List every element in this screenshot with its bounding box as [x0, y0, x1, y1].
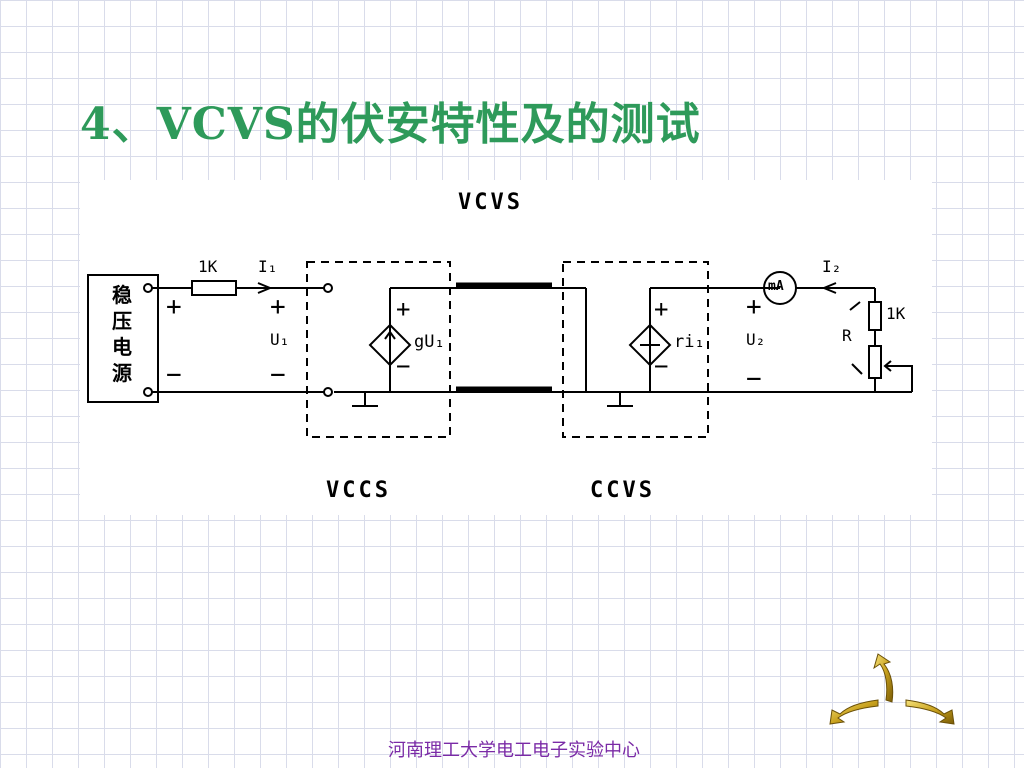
vccs-source-label: gU₁ [414, 332, 445, 352]
load-resistor-variable [868, 345, 882, 379]
vccs-minus: − [396, 352, 411, 380]
milliammeter-label: mA [768, 279, 784, 294]
power-supply-label: 稳 压 电 源 [112, 283, 132, 385]
supply-minus: − [166, 360, 182, 390]
output-voltage-minus: − [746, 364, 762, 394]
ccvs-dashed-box [562, 261, 709, 438]
nav-prev-arrow-icon[interactable] [829, 699, 879, 725]
supply-plus: + [166, 292, 182, 322]
load-variable-label: R [842, 326, 852, 345]
circuit-diagram-panel: VCVS 稳 压 电 源 1K I₁ + − + U₁ − + gU₁ − + … [80, 180, 932, 515]
current-arrow-out [821, 282, 837, 294]
output-current-label: I₂ [822, 257, 842, 276]
input-voltage-plus: + [270, 292, 286, 322]
input-resistor-label: 1K [198, 257, 218, 276]
vcvs-label: VCVS [458, 190, 523, 215]
vccs-label: VCCS [326, 478, 391, 503]
nav-up-arrow-icon[interactable] [873, 653, 894, 703]
slide-title: 4、VCVS的伏安特性及的测试 [80, 99, 701, 150]
terminal-supply-bottom [143, 387, 153, 397]
vccs-diamond-source [368, 323, 412, 367]
power-supply-box [87, 274, 159, 403]
input-current-label: I₁ [258, 257, 278, 276]
terminal-supply-top [143, 283, 153, 293]
circuit-diagram [87, 261, 913, 438]
terminal-vccs-top [323, 283, 333, 293]
input-voltage-minus: − [270, 360, 286, 390]
ccvs-label: CCVS [590, 478, 655, 503]
output-voltage-label: U₂ [746, 330, 766, 349]
terminal-vccs-bottom [323, 387, 333, 397]
output-voltage-plus: + [746, 292, 762, 322]
input-resistor [191, 280, 237, 296]
vccs-dashed-box [306, 261, 451, 438]
ccvs-plus: + [654, 295, 669, 323]
nav-next-arrow-icon[interactable] [905, 699, 955, 725]
current-arrow-in [257, 282, 273, 294]
ccvs-minus: − [654, 352, 669, 380]
slide-navigation[interactable] [826, 652, 960, 732]
slide-footer: 河南理工大学电工电子实验中心 [388, 740, 640, 761]
load-fixed-label: 1K [886, 304, 906, 323]
load-resistor-fixed [868, 301, 882, 331]
vccs-plus: + [396, 295, 411, 323]
ccvs-diamond-source [628, 323, 672, 367]
input-voltage-label: U₁ [270, 330, 290, 349]
ccvs-source-label: ri₁ [674, 332, 705, 352]
